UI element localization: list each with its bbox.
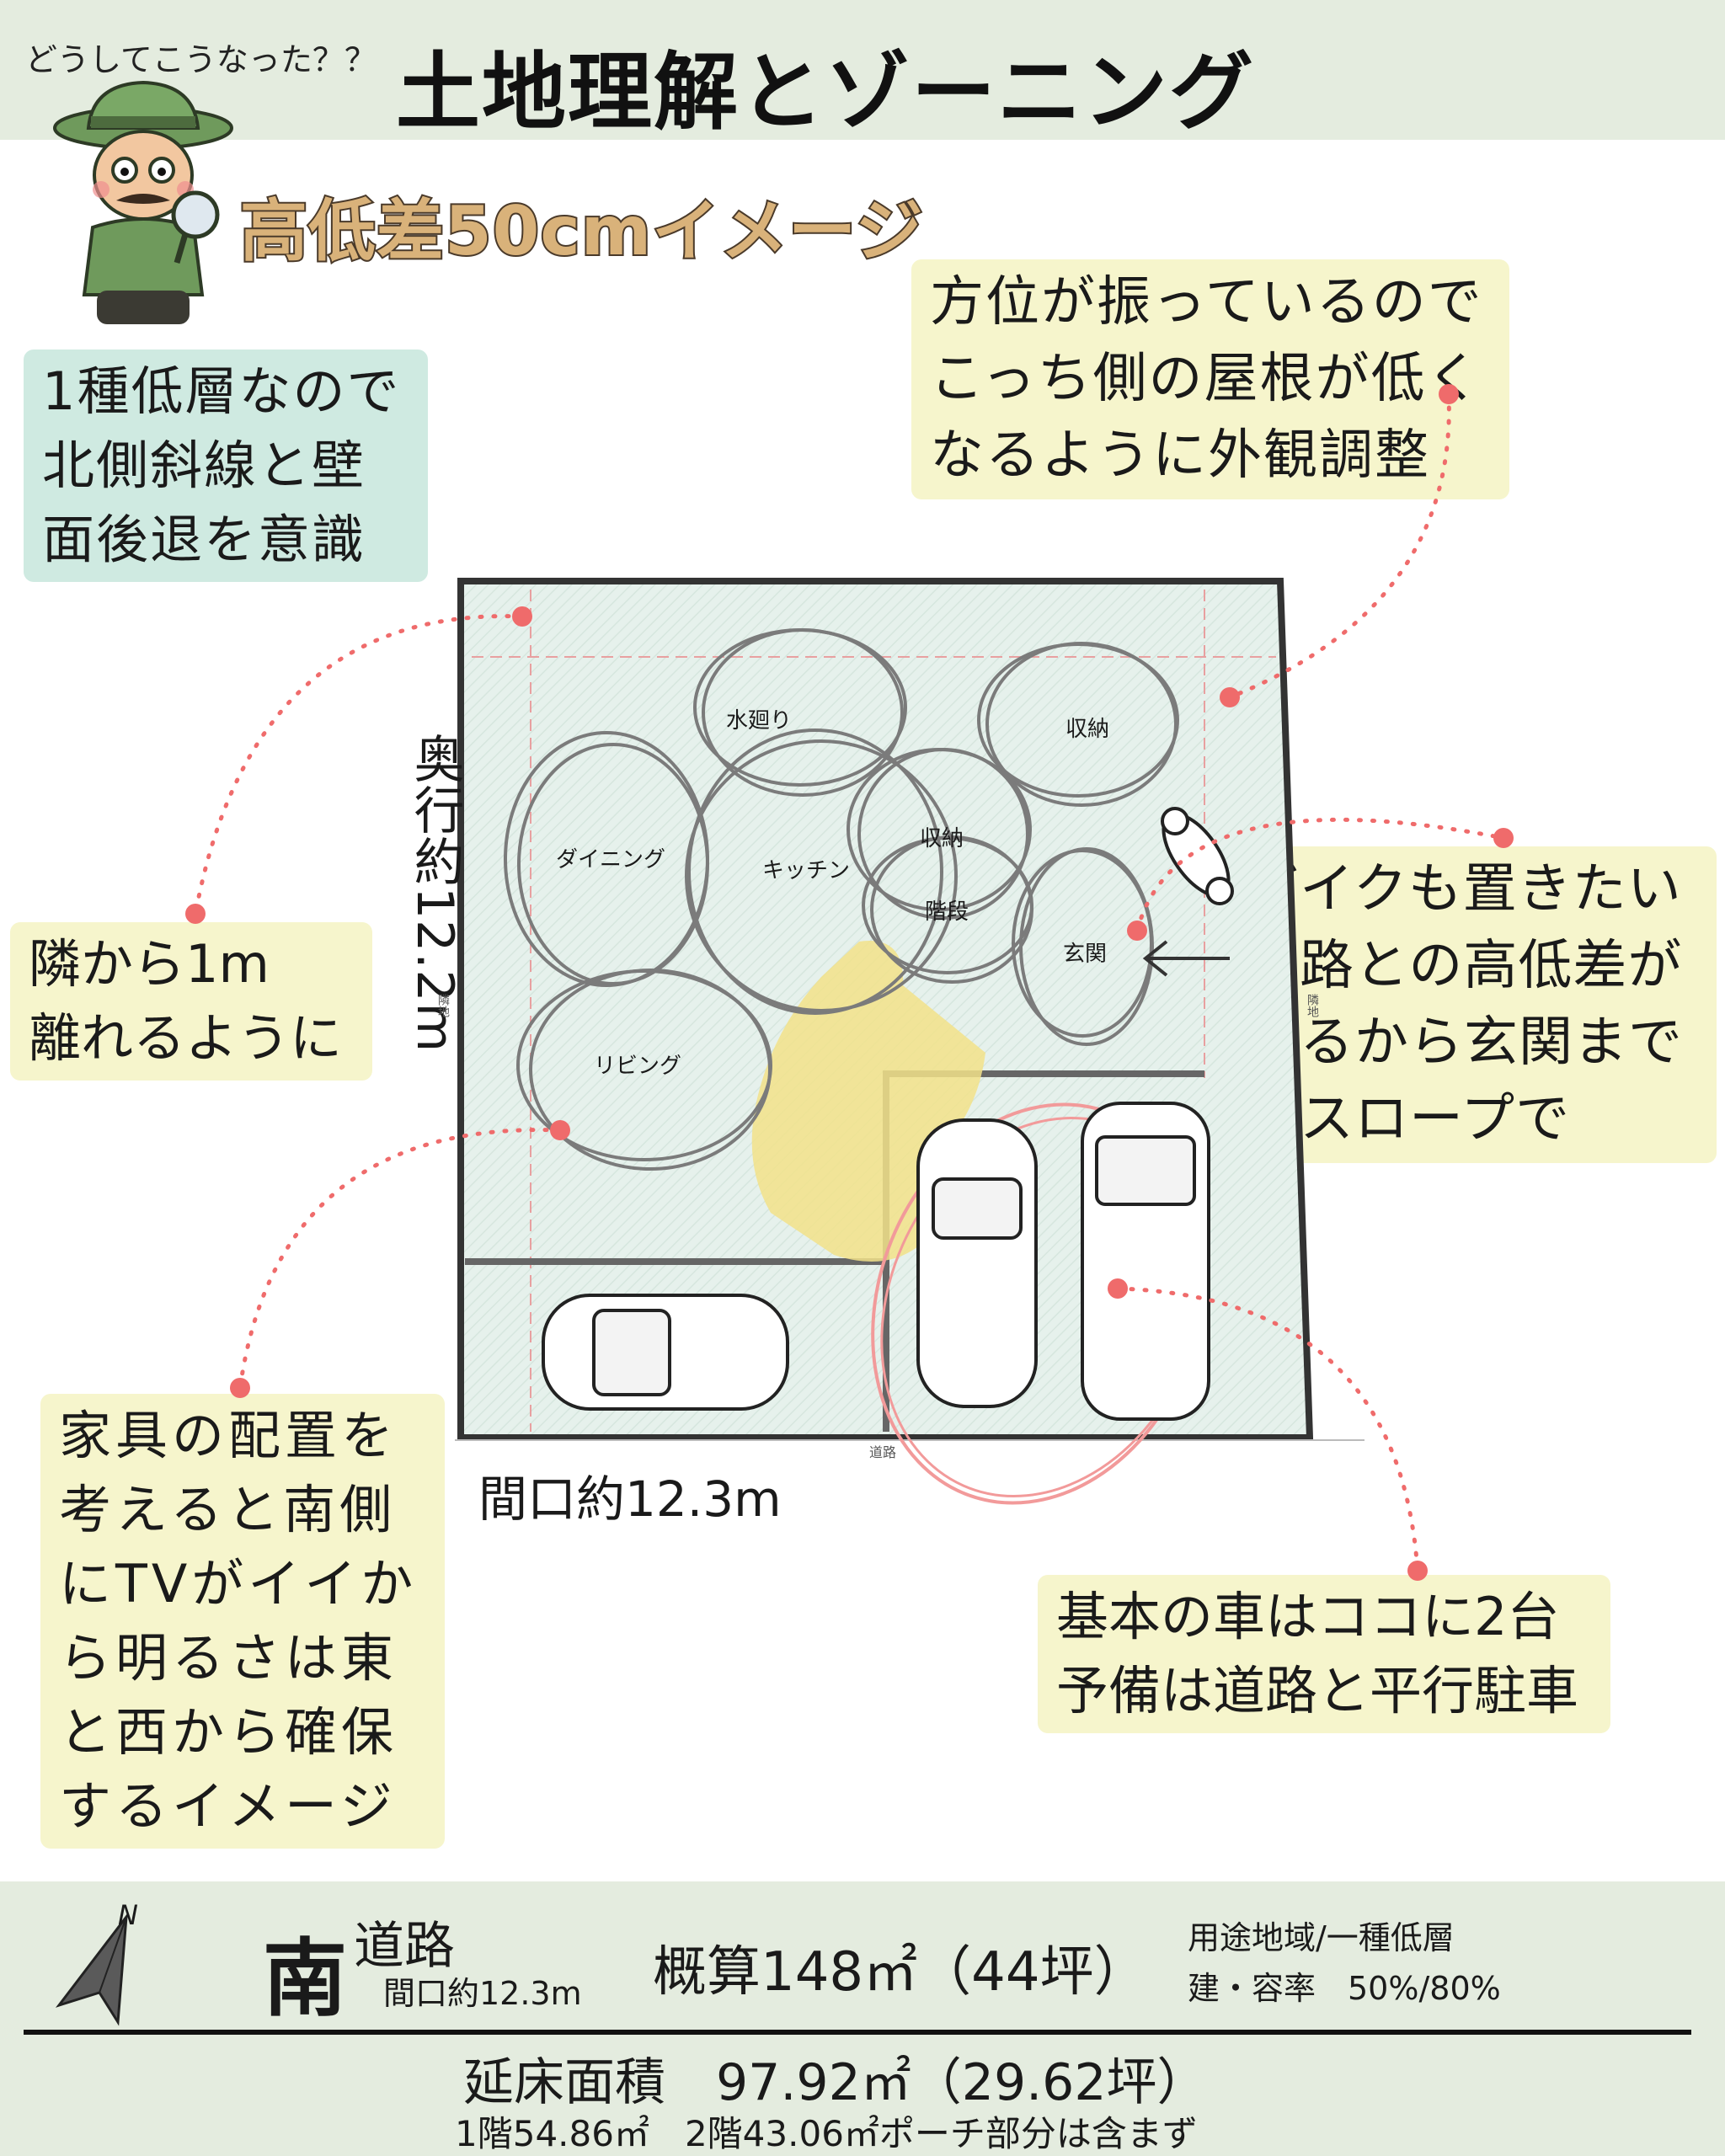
note-azimuth: 方位が振っているので こっち側の屋根が低く なるように外観調整 [911, 259, 1509, 499]
note-line: 方位が振っているので [930, 271, 1483, 334]
dot-furniture [550, 1120, 570, 1140]
zoning-type: 用途地域/一種低層 [1188, 1919, 1455, 1956]
note-line: 1種低層なので [42, 360, 401, 422]
direction-label: 南 [263, 1929, 347, 2028]
room-label: 収納 [920, 826, 964, 851]
car-main-1 [916, 1118, 1038, 1408]
page-title: 土地理解とゾーニング [396, 43, 1255, 141]
car-main-2 [1081, 1102, 1210, 1421]
floor-area-detail: 1階54.86㎡ 2階43.06㎡ポーチ部分は含まず [455, 2113, 1198, 2154]
note-zoning: 1種低層なので 北側斜線と壁 面後退を意識 [24, 350, 428, 583]
road-direction-label: 道路 [354, 1917, 455, 1976]
road-label: 道路 [869, 1444, 897, 1460]
room-label: 水廻り [726, 708, 793, 734]
total-floor-area: 延床面積 97.92㎡（29.62坪） [463, 2053, 1208, 2112]
lot-boundary [457, 578, 1314, 1441]
note-line: 北側斜線と壁 [42, 435, 366, 497]
detective-character-icon [53, 80, 233, 324]
note-line: 面後退を意識 [42, 509, 366, 571]
note-line: と西から確保 [59, 1701, 398, 1764]
note-line: 隣から1m [29, 933, 270, 995]
dot-bike [1127, 921, 1147, 941]
compass-label: N [118, 1899, 138, 1931]
room-label: 玄関 [1063, 942, 1108, 967]
room-label: ダイニング [556, 847, 666, 873]
frontage-footer: 間口約12.3m [383, 1975, 582, 2012]
note-line: するイメージ [59, 1775, 397, 1838]
note-line: 離れるように [29, 1007, 343, 1070]
room-label: キッチン [762, 858, 851, 883]
note-line: こっち側の屋根が低く [930, 347, 1482, 410]
sunlight-area [751, 941, 985, 1262]
note-line: はスロープで [1245, 1087, 1571, 1150]
coverage-ratio: 建・容率 50%/80% [1188, 1970, 1501, 2007]
neighbor-tag: 隣地 [1306, 994, 1319, 1017]
note-bike: バイクも置きたい 道路との高低差が あるから玄関まで はスロープで [1226, 846, 1717, 1163]
note-line: 道路との高低差が [1245, 934, 1683, 997]
depth-dimension-label: 奥行約12.2m [405, 733, 464, 1054]
room-label: 階段 [925, 899, 969, 925]
car-spare [542, 1294, 789, 1411]
pre-title: どうしてこうなった？？ [25, 41, 377, 78]
dot-neighbor [512, 606, 532, 627]
note-line: バイクも置きたい [1245, 858, 1682, 921]
note-line: 考えると南側 [59, 1479, 397, 1541]
note-line: ら明るさは東 [59, 1627, 398, 1689]
note-furniture: 家具の配置を 考えると南側 にTVがイイか ら明るさは東 と西から確保 するイメ… [40, 1394, 445, 1849]
note-line: にTVがイイか [59, 1553, 418, 1615]
note-line: なるように外観調整 [930, 424, 1430, 487]
footer-divider [24, 2030, 1691, 2035]
note-line: 基本の車はココに2台 [1056, 1586, 1560, 1647]
section-subtitle: 高低差50cmイメージ [238, 190, 925, 272]
note-neighbor: 隣から1m 離れるように [10, 922, 372, 1081]
room-label: リビング [594, 1054, 682, 1079]
header-band [0, 0, 1725, 140]
note-parking: 基本の車はココに2台 予備は道路と平行駐車 [1038, 1575, 1610, 1734]
note-line: あるから玄関まで [1245, 1011, 1683, 1074]
approx-area: 概算148㎡（44坪） [653, 1941, 1148, 2004]
parking-area-highlight [871, 1102, 1206, 1505]
frontage-dimension-label: 間口約12.3m [478, 1470, 782, 1528]
compass-north-arrow-icon [55, 1913, 128, 2026]
note-line: 家具の配置を [59, 1405, 398, 1466]
dot-parking [1108, 1278, 1128, 1299]
footer-band [0, 1881, 1725, 2156]
neighbor-tag: 隣地 [436, 994, 450, 1017]
room-label: 収納 [1065, 717, 1110, 742]
note-line: 予備は道路と平行駐車 [1056, 1660, 1579, 1722]
